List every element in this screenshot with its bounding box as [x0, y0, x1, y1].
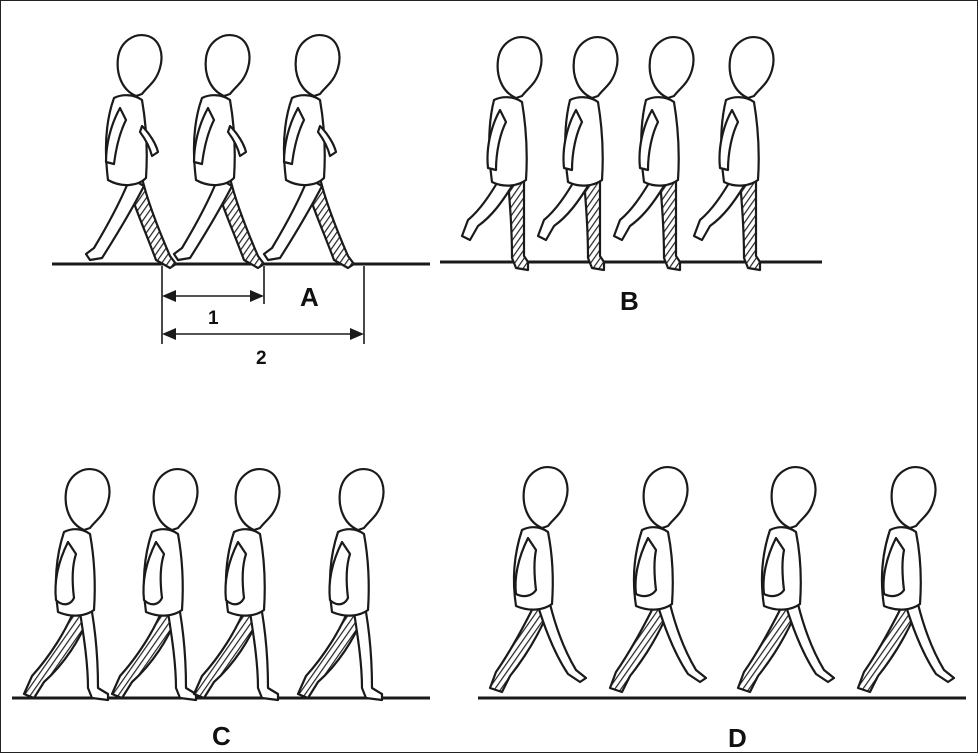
walker-figure [296, 468, 385, 702]
walker-figure [692, 36, 775, 272]
panel-c: C [12, 468, 430, 751]
panel-d: D [478, 466, 966, 753]
walker-figure [608, 466, 708, 694]
panel-label-a: A [300, 282, 319, 312]
walker-figure [488, 466, 588, 694]
panel-label-c: C [212, 721, 231, 751]
panel-label-b: B [620, 286, 639, 316]
walker-figure [536, 36, 619, 272]
walker-figure [84, 34, 178, 270]
walker-figure [460, 36, 543, 272]
walker-figure [110, 468, 199, 702]
panel-label-d: D [728, 723, 747, 753]
step-measurement: 1 2 [161, 266, 365, 369]
walker-figure [192, 468, 281, 702]
walker-figure [22, 468, 111, 702]
walker-figure [856, 466, 956, 694]
walker-figure [172, 34, 266, 270]
step-label: 1 [208, 308, 219, 329]
walker-figure [736, 466, 836, 694]
walker-figure [262, 34, 356, 270]
walker-figure [612, 36, 695, 272]
stride-label: 2 [256, 348, 267, 369]
panel-b: B [440, 36, 822, 316]
panel-a: 1 2 A [52, 34, 430, 369]
